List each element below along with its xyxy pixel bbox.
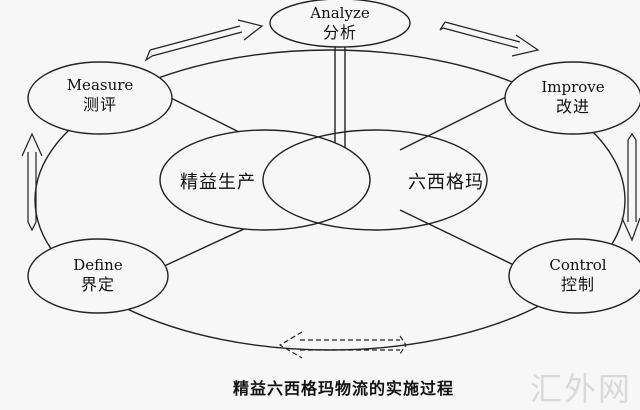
node-define-cn: 界定 [80,274,115,294]
figure-caption: 精益六西格玛物流的实施过程 [233,379,455,398]
node-ellipse-analyze [269,0,411,48]
node-control-en: Control [549,256,607,274]
center-label-six-sigma: 六西格玛 [408,172,484,193]
center-label-lean-production: 精益生产 [180,172,256,193]
watermark: 汇外网 [530,370,633,408]
node-improve: Improve 改进 [523,78,623,117]
arrow-control-to-define [278,331,407,359]
node-measure-en: Measure [66,76,134,94]
center-ellipse-sixsigma [262,129,488,231]
node-define-en: Define [73,256,123,274]
node-ellipse-control [508,238,640,314]
node-improve-cn: 改进 [555,96,590,116]
arrow-define-to-measure [21,132,43,232]
node-improve-en: Improve [541,78,605,96]
node-analyze-en: Analyze [310,4,370,22]
arrow-measure-to-analyze [144,19,264,62]
node-analyze-cn: 分析 [322,22,357,42]
node-ellipse-measure [27,61,173,135]
arrow-analyze-to-improve [439,21,540,57]
center-ellipse-lean [159,129,371,231]
node-control-cn: 控制 [560,274,595,294]
outer-cycle-ring [34,49,626,351]
node-ellipse-improve [504,61,640,135]
node-define: Define 界定 [48,256,148,295]
node-measure-cn: 测评 [82,94,117,114]
node-analyze: Analyze 分析 [290,4,390,43]
spoke-improve [399,94,511,151]
arrow-improve-to-control [621,132,640,242]
node-measure: Measure 测评 [50,76,150,115]
node-control: Control 控制 [528,256,628,295]
node-ellipse-define [27,238,169,314]
spoke-control [399,209,521,269]
